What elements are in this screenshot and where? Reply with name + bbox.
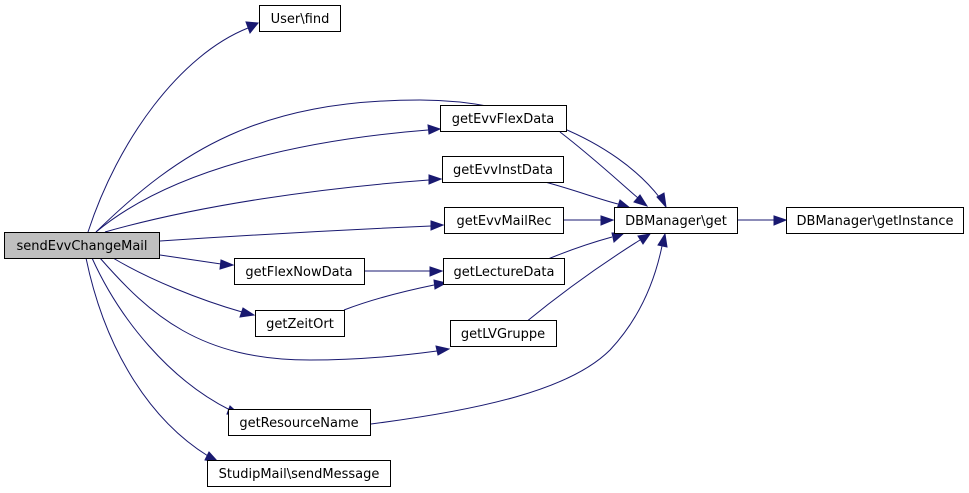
node-user-find[interactable]: User\find xyxy=(259,5,341,32)
edge-lvgruppe-to-dbget xyxy=(525,233,652,323)
node-getZeitOrt[interactable]: getZeitOrt xyxy=(255,310,345,337)
node-label: getFlexNowData xyxy=(245,265,352,280)
node-getEvvMailRec[interactable]: getEvvMailRec xyxy=(444,207,564,234)
edge-send-to-flexnow xyxy=(159,254,235,270)
edge-send-to-zeitort xyxy=(112,257,256,318)
node-label: getLectureData xyxy=(454,265,555,280)
node-getEvvInstData[interactable]: getEvvInstData xyxy=(442,156,564,183)
node-getFlexNowData[interactable]: getFlexNowData xyxy=(234,258,365,285)
edge-lecture-to-dbget xyxy=(547,232,626,260)
node-dbmanager-get[interactable]: DBManager\get xyxy=(614,207,738,234)
node-dbmanager-getinstance[interactable]: DBManager\getInstance xyxy=(786,207,964,234)
node-label: getEvvFlexData xyxy=(452,112,555,127)
edge-dbget-to-dbinstance xyxy=(737,215,788,226)
node-label: StudipMail\sendMessage xyxy=(219,467,380,482)
edge-send-to-dbget xyxy=(95,99,667,233)
edge-send-to-lvgruppe xyxy=(99,257,451,361)
node-label: getEvvInstData xyxy=(453,163,553,178)
node-getLVGruppe[interactable]: getLVGruppe xyxy=(450,320,557,347)
node-label: DBManager\get xyxy=(625,214,727,229)
edge-send-to-resource xyxy=(91,257,242,416)
edge-flexnow-to-lecture xyxy=(364,266,444,277)
edge-send-to-mailrec xyxy=(159,220,445,242)
edge-send-to-userfind xyxy=(87,21,259,233)
node-getLectureData[interactable]: getLectureData xyxy=(443,258,565,285)
node-label: getResourceName xyxy=(239,416,358,431)
node-label: getZeitOrt xyxy=(266,317,334,332)
edge-mailrec-to-dbget xyxy=(564,215,615,226)
node-label: getEvvMailRec xyxy=(457,214,552,229)
edge-send-to-instdata xyxy=(104,174,443,233)
node-label: getLVGruppe xyxy=(461,327,545,342)
edge-resource-to-dbget xyxy=(370,232,668,425)
node-label: DBManager\getInstance xyxy=(797,214,954,229)
node-studipmail-sendmessage[interactable]: StudipMail\sendMessage xyxy=(207,460,391,487)
edge-send-to-flexdata xyxy=(95,124,442,233)
edge-send-to-studip xyxy=(85,257,220,463)
node-label: sendEvvChangeMail xyxy=(16,239,147,254)
edge-instdata-to-dbget xyxy=(544,181,632,210)
node-getEvvFlexData[interactable]: getEvvFlexData xyxy=(440,105,567,132)
node-label: User\find xyxy=(271,12,330,27)
node-sendEvvChangeMail[interactable]: sendEvvChangeMail xyxy=(4,232,160,259)
edge-flexdata-to-dbget xyxy=(559,131,649,207)
node-getResourceName[interactable]: getResourceName xyxy=(228,409,371,436)
